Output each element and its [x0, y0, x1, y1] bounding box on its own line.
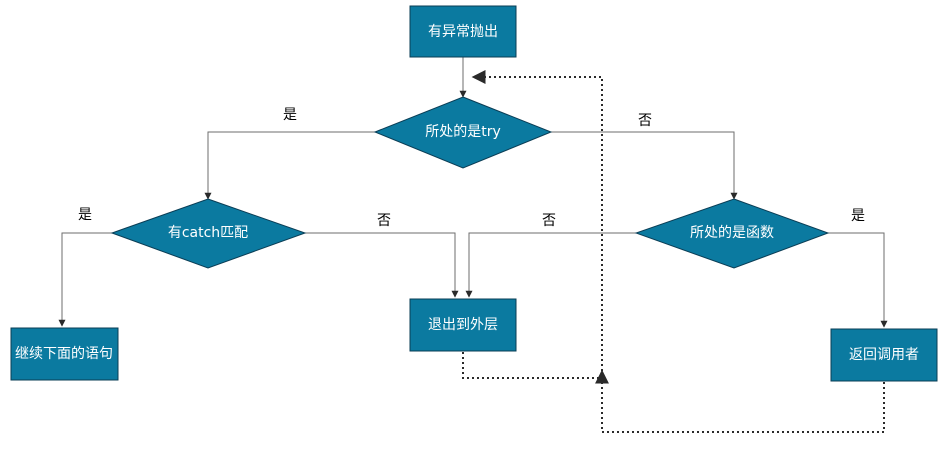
- try-decision-label: 所处的是try: [425, 124, 501, 140]
- catch-no-label: 否: [377, 213, 391, 229]
- edge-catch-yes: [58, 232, 112, 327]
- edge-try-yes: [204, 131, 375, 200]
- loop-exit-outer-to-trunk: [462, 352, 602, 379]
- edge-function-yes: [828, 232, 888, 328]
- loop-return-caller-to-trunk: [595, 369, 885, 433]
- catch-yes-label: 是: [78, 207, 92, 223]
- return-caller-node: 返回调用者: [830, 328, 938, 382]
- function-yes-label: 是: [851, 208, 865, 224]
- start-node-label: 有异常抛出: [428, 24, 498, 40]
- continue-node: 继续下面的语句: [10, 327, 119, 381]
- try-yes-label: 是: [283, 107, 297, 123]
- start-node: 有异常抛出: [409, 5, 517, 58]
- exit-outer-node-label: 退出到外层: [428, 317, 498, 333]
- edge-try-no: [551, 131, 738, 200]
- edge-catch-no: [305, 232, 459, 298]
- function-no-label: 否: [542, 213, 556, 229]
- edge-function-no: [465, 232, 636, 298]
- function-decision-label: 所处的是函数: [690, 225, 774, 241]
- function-decision: 所处的是函数: [634, 198, 830, 269]
- catch-decision-label: 有catch匹配: [168, 225, 248, 241]
- continue-node-label: 继续下面的语句: [15, 345, 113, 362]
- loop-trunk-up-to-try: [471, 70, 603, 371]
- exit-outer-node: 退出到外层: [409, 298, 517, 352]
- return-caller-node-label: 返回调用者: [849, 347, 919, 363]
- try-no-label: 否: [638, 113, 652, 129]
- try-decision: 所处的是try: [373, 96, 553, 169]
- catch-decision: 有catch匹配: [110, 198, 307, 269]
